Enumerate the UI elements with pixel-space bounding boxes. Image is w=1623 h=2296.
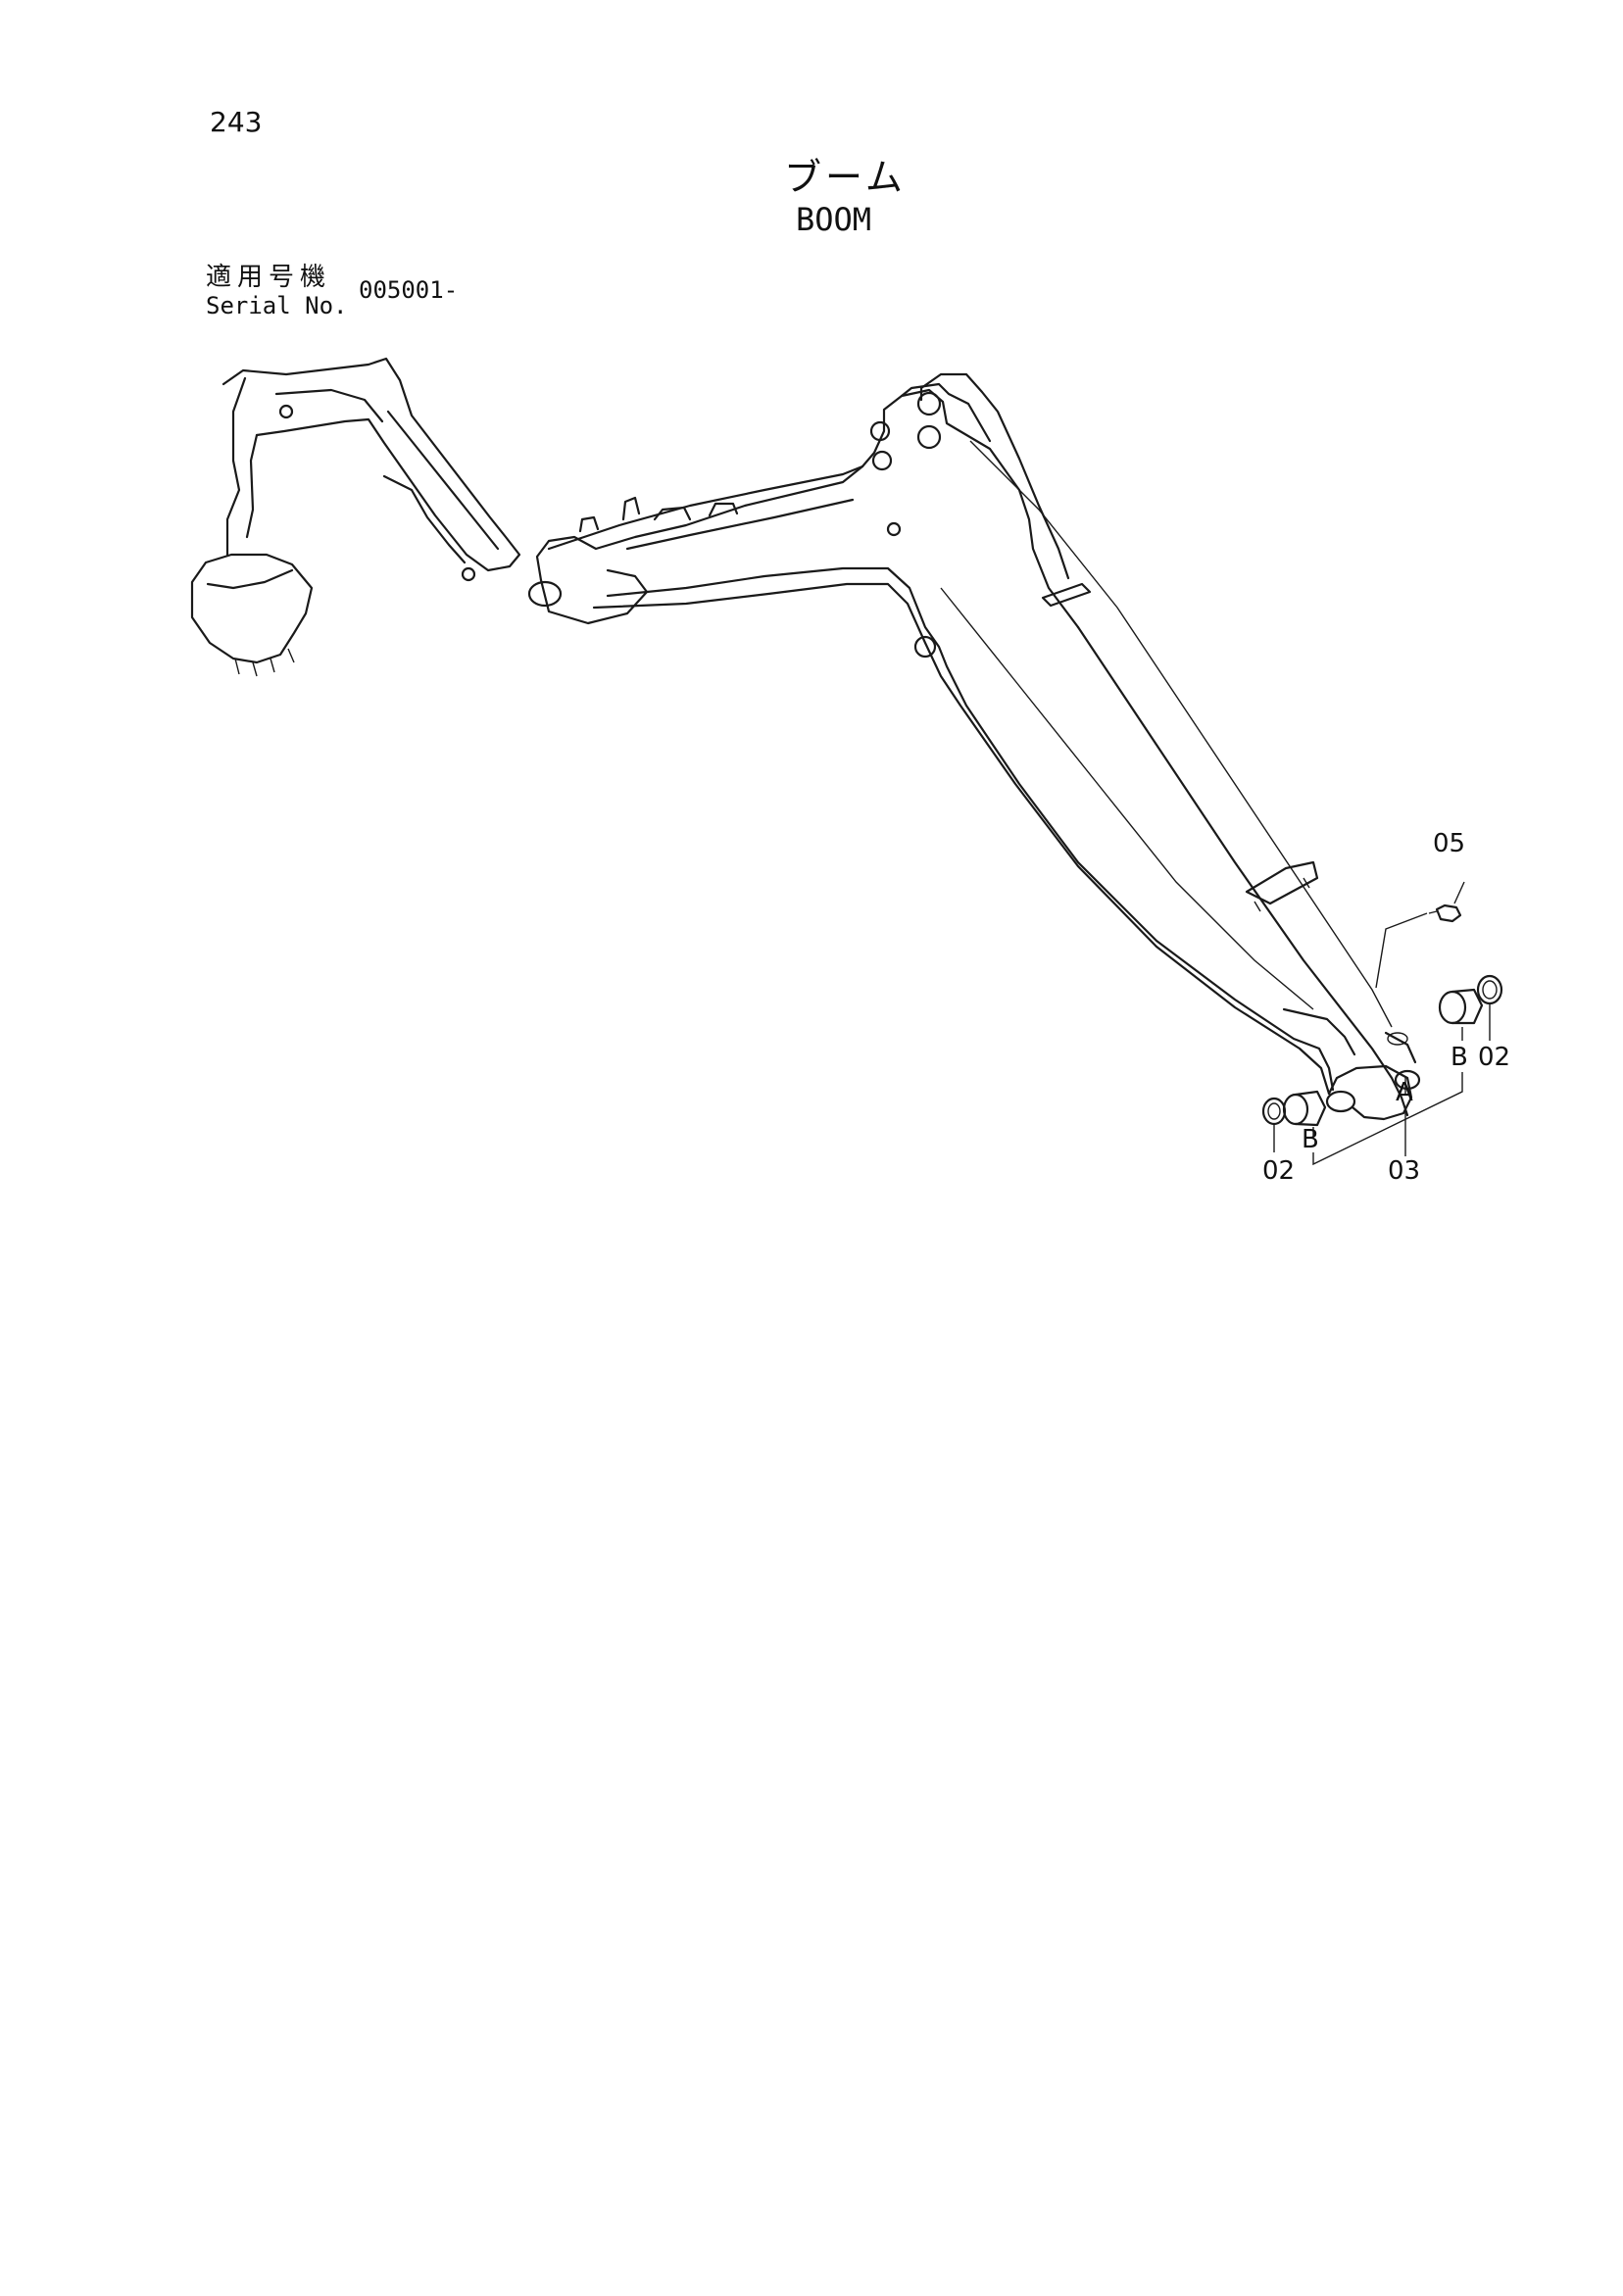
serial-label: Serial No.: [206, 292, 348, 319]
serial-number-range: 005001-: [359, 276, 459, 304]
grease-fitting-part: [1375, 904, 1462, 989]
callout-03: 03: [1388, 1156, 1421, 1186]
page-title-japanese: ブーム: [784, 156, 907, 199]
page-title: BOOM: [796, 201, 872, 238]
callout-02-left: 02: [1262, 1156, 1296, 1186]
callout-b-left: B: [1302, 1125, 1319, 1154]
page-number: 243: [210, 106, 263, 138]
callout-b-right: B: [1451, 1043, 1468, 1072]
boom-structure: [527, 372, 1421, 1121]
front-attachment-inset-illustration: [190, 357, 521, 677]
serial-label-japanese: 適用号機: [206, 263, 332, 292]
callout-02-right: 02: [1478, 1043, 1511, 1072]
bushing-parts: [1261, 974, 1503, 1127]
callout-a: A: [1396, 1078, 1413, 1107]
callout-leader-lines: [1273, 881, 1491, 1166]
callout-05: 05: [1433, 829, 1466, 858]
